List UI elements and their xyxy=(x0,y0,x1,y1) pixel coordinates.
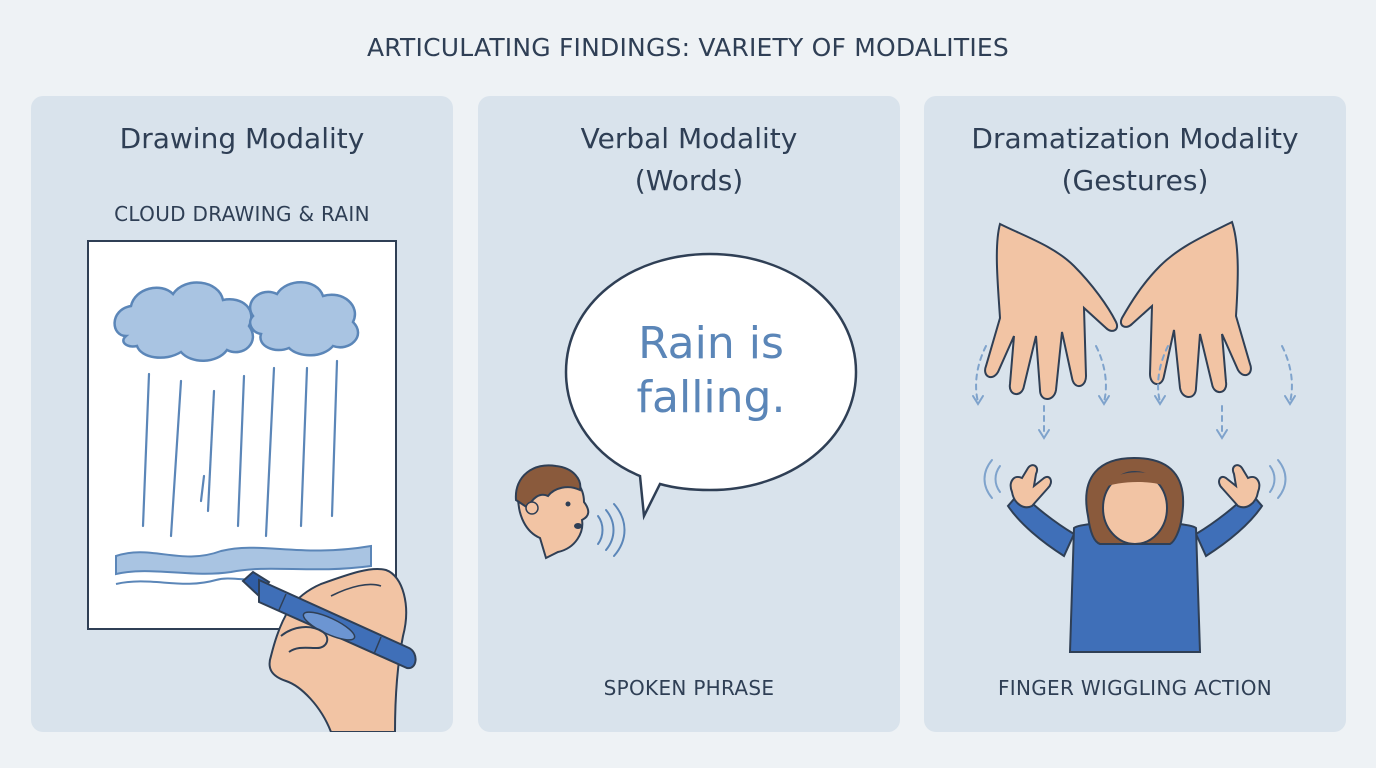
crayon-icon xyxy=(241,570,417,670)
dramatization-heading-line1: Dramatization Modality xyxy=(971,122,1299,155)
motion-lines-icon xyxy=(983,459,1287,499)
speech-bubble-icon: Rain is falling. xyxy=(564,252,858,521)
right-hand-icon xyxy=(1120,220,1252,398)
cloud-icon xyxy=(113,281,360,362)
verbal-illustration: Rain is falling. xyxy=(514,252,858,560)
drawing-heading-text: Drawing Modality xyxy=(119,122,365,155)
verbal-heading-line1: Verbal Modality xyxy=(580,122,798,155)
boy-head-icon xyxy=(514,464,590,560)
page-title: ARTICULATING FINDINGS: VARIETY OF MODALI… xyxy=(367,33,1009,62)
arrowheads-icon xyxy=(972,395,1296,440)
rain-icon xyxy=(141,359,339,538)
drawing-modality-panel: Drawing Modality CLOUD DRAWING & RAIN xyxy=(31,96,453,732)
drawing-modality-heading: Drawing Modality xyxy=(31,118,453,160)
verbal-modality-heading: Verbal Modality (Words) xyxy=(478,118,900,202)
speech-text-line2: falling. xyxy=(637,372,786,423)
finger-wiggling-caption: FINGER WIGGLING ACTION xyxy=(998,676,1272,700)
speech-text-line1: Rain is xyxy=(638,318,784,369)
down-arrows-icon xyxy=(975,345,1293,437)
verbal-heading-line2: (Words) xyxy=(634,164,744,197)
dramatization-modality-panel: Dramatization Modality (Gestures) xyxy=(924,96,1346,732)
dramatization-heading-line2: (Gestures) xyxy=(1061,164,1209,197)
drawing-illustration xyxy=(87,240,417,732)
dramatization-modality-heading: Dramatization Modality (Gestures) xyxy=(924,118,1346,202)
dramatization-illustration xyxy=(972,220,1296,653)
sound-waves-icon xyxy=(597,503,626,557)
left-hand-icon xyxy=(984,222,1118,400)
verbal-modality-panel: Verbal Modality (Words) Rain is falling.… xyxy=(478,96,900,732)
hand-fingers-icon xyxy=(280,626,329,653)
girl-icon xyxy=(1006,456,1264,653)
cloud-drawing-caption: CLOUD DRAWING & RAIN xyxy=(114,202,370,226)
spoken-phrase-caption: SPOKEN PHRASE xyxy=(603,676,775,700)
